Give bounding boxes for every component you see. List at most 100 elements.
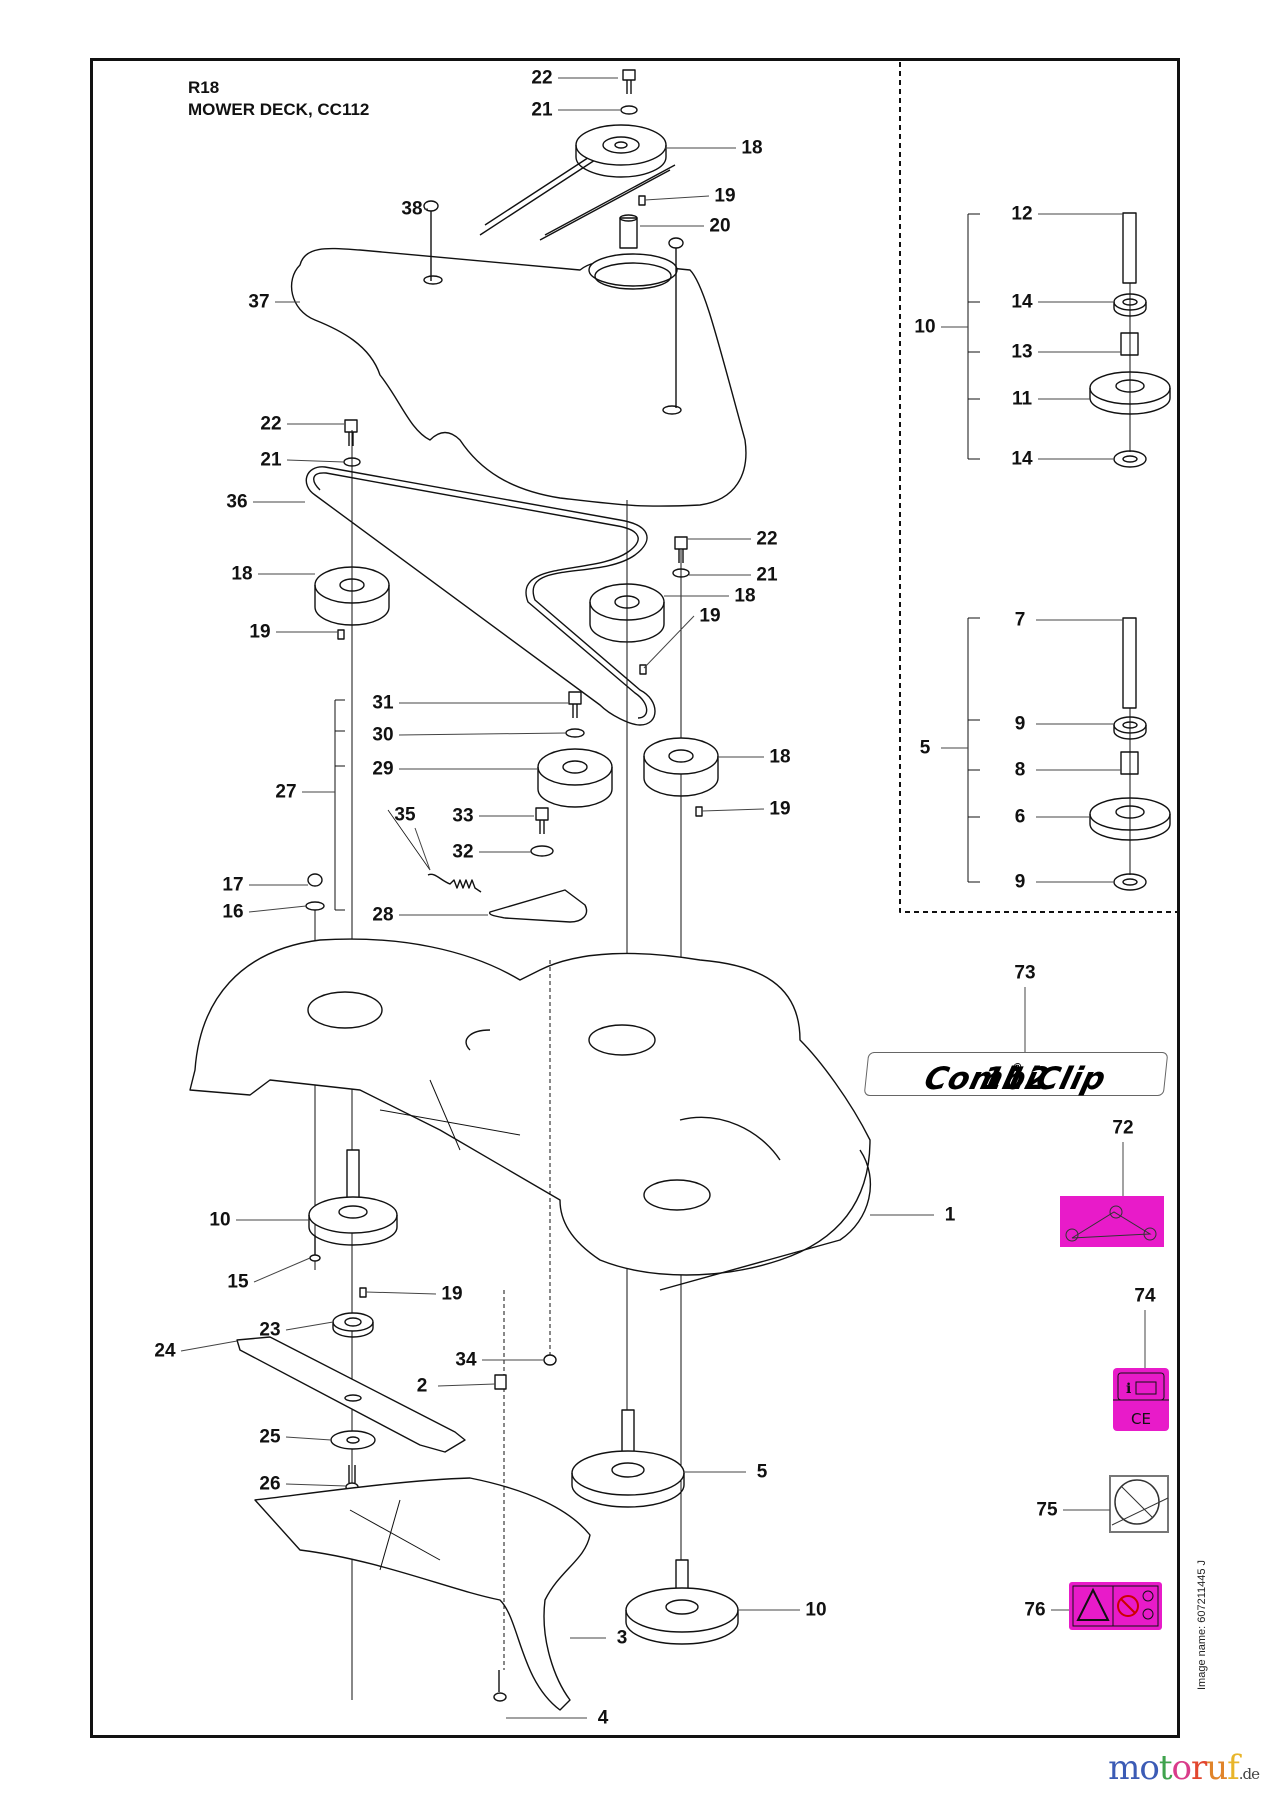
leader-line-15: [253, 1257, 311, 1283]
part-callout-37: 37: [248, 291, 270, 313]
watermark-letter: f: [1227, 1748, 1240, 1788]
part-callout-27: 27: [275, 781, 297, 803]
part-callout-10: 10: [805, 1599, 827, 1621]
leader-line-2: [437, 1383, 496, 1387]
part-callout-22: 22: [260, 413, 282, 435]
bolt-22-left: [344, 419, 358, 446]
leader-line-26: [285, 1483, 347, 1487]
part-callout-22: 22: [531, 67, 553, 89]
part-callout-35: 35: [394, 804, 416, 826]
key-19-left: [337, 629, 345, 640]
decal-75: [1109, 1475, 1169, 1533]
diagram-frame: [90, 58, 1180, 1738]
part-callout-4: 4: [597, 1707, 609, 1729]
decal-74: CE i: [1113, 1368, 1169, 1431]
leader-line-25: [285, 1436, 332, 1441]
leader-line-24: [180, 1340, 238, 1352]
leader-line-21: [286, 459, 345, 463]
decal-72: [1060, 1196, 1164, 1247]
bolt-22-top: [622, 69, 636, 94]
part-callout-21: 21: [260, 449, 282, 471]
watermark-suffix: .de: [1238, 1765, 1260, 1783]
part-callout-73: 73: [1014, 962, 1036, 984]
part-callout-7: 7: [1014, 609, 1026, 631]
part-callout-21: 21: [756, 564, 778, 586]
subassembly-dashed-box: [899, 62, 1182, 913]
washer-21-top: [620, 105, 638, 115]
part-callout-19: 19: [249, 621, 271, 643]
nut-34: [543, 1354, 557, 1366]
v-belt-36: [305, 466, 656, 726]
bolt-22-right: [674, 536, 688, 563]
part-callout-14: 14: [1011, 291, 1033, 313]
part-callout-18: 18: [741, 137, 763, 159]
svg-text:i: i: [1126, 1381, 1131, 1397]
top-pulley-18: [479, 124, 676, 241]
washer-25: [330, 1430, 376, 1450]
part-callout-13: 13: [1011, 341, 1033, 363]
part-callout-22: 22: [756, 528, 778, 550]
part-callout-8: 8: [1014, 759, 1026, 781]
part-callout-16: 16: [222, 901, 244, 923]
leader-line-19: [644, 195, 710, 201]
washer-16: [305, 901, 325, 911]
part-callout-11: 11: [1011, 388, 1033, 410]
decal-76: [1069, 1582, 1162, 1630]
part-callout-19: 19: [769, 798, 791, 820]
decal-73-combiclip: CombiClip® 112: [863, 1052, 1169, 1097]
part-callout-24: 24: [154, 1340, 176, 1362]
part-callout-3: 3: [616, 1627, 628, 1649]
bearing-23: [332, 1312, 374, 1338]
leader-line-23: [285, 1321, 334, 1331]
spindle-10-bottom: [625, 1559, 739, 1645]
diagram-code: R18: [188, 78, 220, 97]
part-callout-9: 9: [1014, 871, 1026, 893]
part-callout-12: 12: [1011, 203, 1033, 225]
part-callout-36: 36: [226, 491, 248, 513]
watermark-letter: o: [1139, 1748, 1160, 1788]
bracket-27: [334, 699, 345, 911]
idler-pulley-29: [537, 748, 613, 808]
watermark-letter: u: [1206, 1748, 1228, 1788]
key-19-top: [638, 195, 646, 206]
svg-text:CE: CE: [1131, 1410, 1151, 1428]
discharge-guard-3: [254, 1477, 591, 1711]
part-callout-21: 21: [531, 99, 553, 121]
part-callout-20: 20: [709, 215, 731, 237]
insert-2: [494, 1374, 507, 1390]
part-callout-25: 25: [259, 1426, 281, 1448]
part-callout-75: 75: [1036, 1499, 1058, 1521]
key-19-center: [639, 664, 647, 675]
leader-line-16: [248, 905, 307, 913]
bracket-5: [967, 617, 980, 883]
diagram-title: MOWER DECK, CC112: [188, 100, 370, 119]
part-callout-33: 33: [452, 805, 474, 827]
bolt-4: [493, 1670, 507, 1702]
screw-38b: [668, 237, 684, 408]
part-callout-15: 15: [227, 1271, 249, 1293]
part-callout-19: 19: [441, 1283, 463, 1305]
pulley-18-right: [643, 737, 719, 797]
part-callout-23: 23: [259, 1319, 281, 1341]
washer-30: [565, 728, 585, 738]
spindle-5: [571, 1409, 685, 1508]
washer-32: [530, 845, 554, 857]
bolt-31: [568, 691, 582, 718]
watermark-letter: o: [1171, 1748, 1193, 1788]
leader-line-19: [701, 808, 765, 812]
belt-cover-37: [290, 247, 747, 507]
leader-line-19: [643, 615, 695, 669]
part-callout-26: 26: [259, 1473, 281, 1495]
part-callout-74: 74: [1134, 1285, 1156, 1307]
cutting-deck-1: [189, 938, 871, 1276]
part-callout-19: 19: [699, 605, 721, 627]
part-callout-18: 18: [734, 585, 756, 607]
part-callout-19: 19: [714, 185, 736, 207]
bolt-33: [535, 807, 549, 834]
idler-arm-28: [488, 889, 588, 923]
spindle-10-left: [308, 1149, 398, 1246]
nut-17: [307, 873, 323, 887]
part-callout-72: 72: [1112, 1117, 1134, 1139]
part-callout-9: 9: [1014, 713, 1026, 735]
